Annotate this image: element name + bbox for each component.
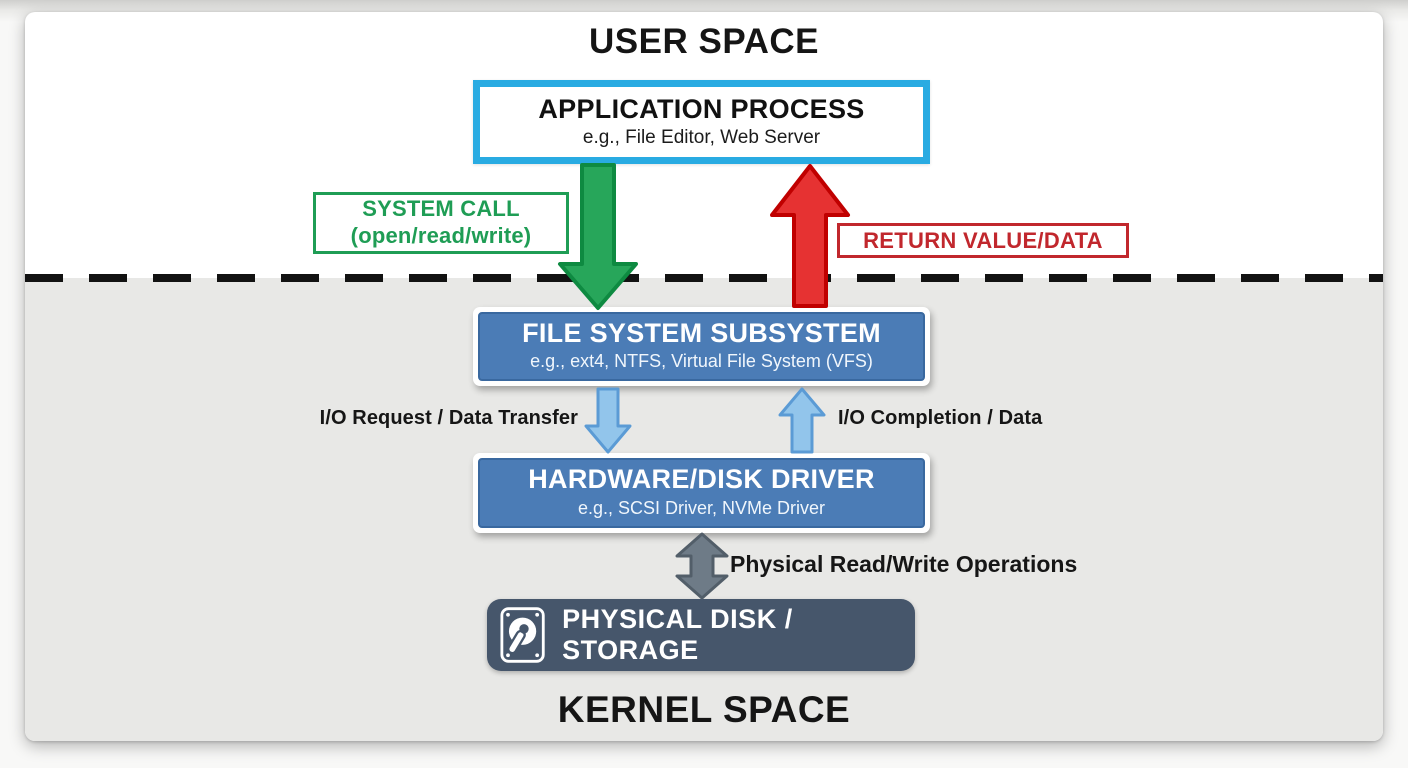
physical-disk-title: PHYSICAL DISK / STORAGE bbox=[562, 604, 793, 665]
hardware-disk-driver-title: HARDWARE/DISK DRIVER bbox=[528, 464, 875, 495]
file-system-subsystem-title: FILE SYSTEM SUBSYSTEM bbox=[522, 317, 881, 348]
application-process-box: APPLICATION PROCESS e.g., File Editor, W… bbox=[473, 80, 930, 164]
file-system-subsystem-subtitle: e.g., ext4, NTFS, Virtual File System (V… bbox=[530, 351, 873, 372]
hardware-disk-driver-inner: HARDWARE/DISK DRIVER e.g., SCSI Driver, … bbox=[478, 458, 925, 528]
user-space-title: USER SPACE bbox=[589, 22, 819, 61]
hardware-disk-driver-subtitle: e.g., SCSI Driver, NVMe Driver bbox=[577, 497, 826, 518]
return-value-label-box: RETURN VALUE/DATA bbox=[837, 223, 1129, 258]
file-system-subsystem-box: FILE SYSTEM SUBSYSTEM e.g., ext4, NTFS, … bbox=[473, 307, 930, 386]
user-kernel-divider bbox=[25, 274, 1383, 282]
system-call-label-line1: SYSTEM CALL bbox=[362, 196, 520, 222]
system-call-label-box: SYSTEM CALL (open/read/write) bbox=[313, 192, 569, 254]
application-process-subtitle: e.g., File Editor, Web Server bbox=[582, 126, 821, 148]
hard-drive-icon bbox=[500, 607, 545, 663]
io-request-label: I/O Request / Data Transfer bbox=[319, 407, 578, 429]
application-process-title: APPLICATION PROCESS bbox=[538, 94, 865, 125]
io-completion-label: I/O Completion / Data bbox=[838, 407, 1043, 429]
kernel-space-title: KERNEL SPACE bbox=[557, 689, 851, 730]
system-call-label-line2: (open/read/write) bbox=[350, 223, 532, 248]
physical-ops-label: Physical Read/Write Operations bbox=[730, 551, 1078, 577]
file-system-subsystem-inner: FILE SYSTEM SUBSYSTEM e.g., ext4, NTFS, … bbox=[478, 312, 925, 381]
return-value-label: RETURN VALUE/DATA bbox=[863, 227, 1103, 253]
hardware-disk-driver-box: HARDWARE/DISK DRIVER e.g., SCSI Driver, … bbox=[473, 453, 930, 533]
physical-disk-box: PHYSICAL DISK / STORAGE bbox=[487, 599, 915, 671]
